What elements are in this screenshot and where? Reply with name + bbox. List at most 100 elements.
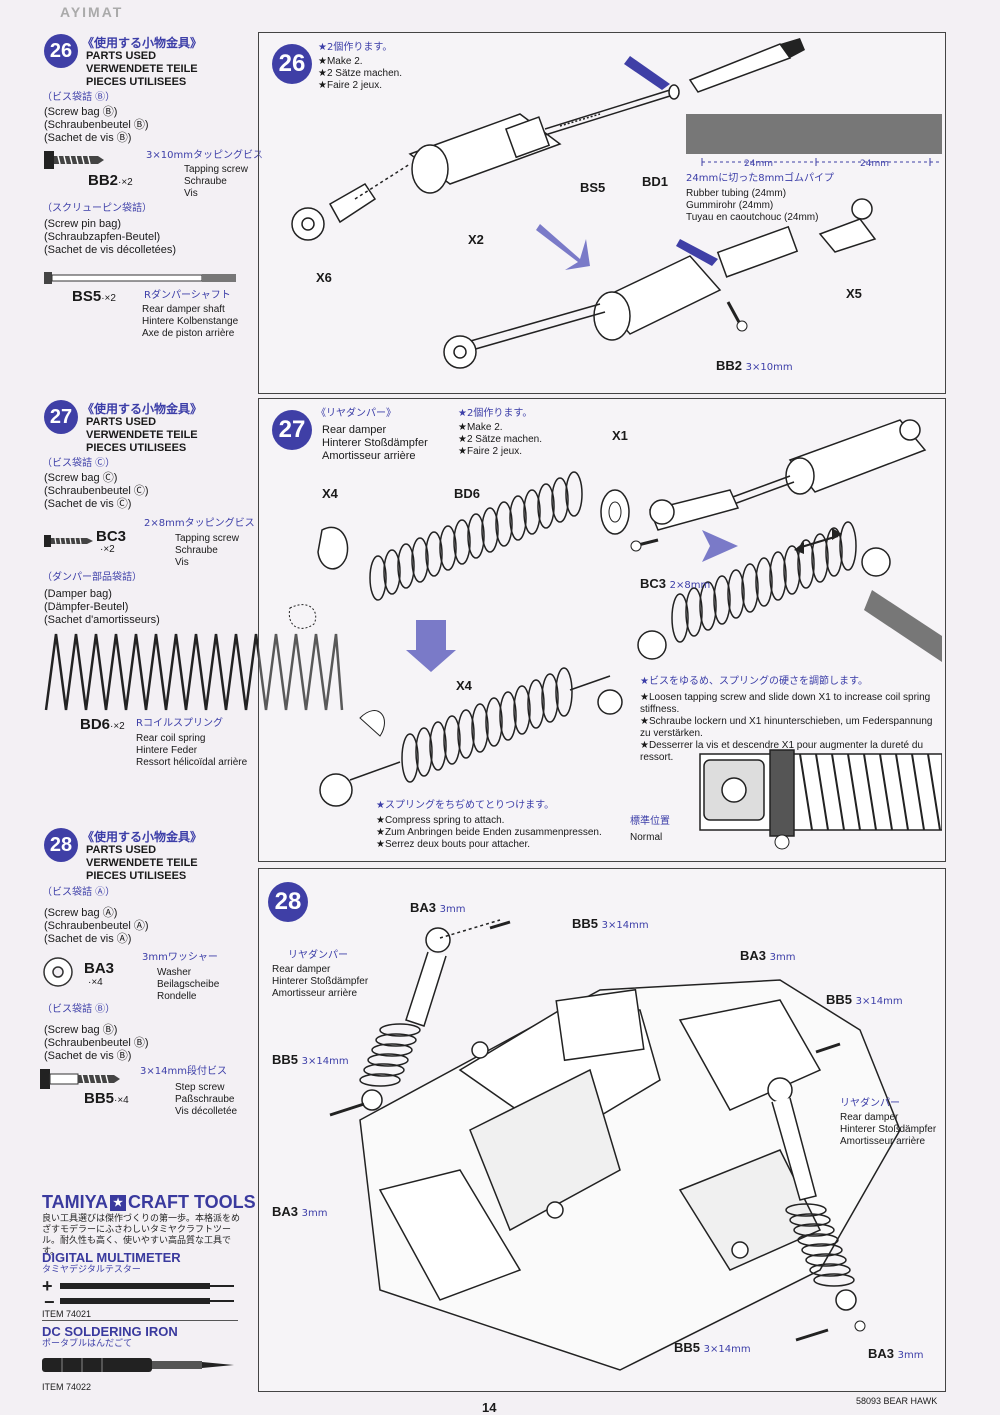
p26-x2: X2 <box>468 232 484 247</box>
ba3-code: BA3 <box>84 960 115 977</box>
bc3-qty: ·×2 <box>100 544 115 555</box>
p27-normal: Normal <box>630 832 663 843</box>
p26-dim2: 24mm <box>860 159 889 169</box>
ba3-jp: 3mmワッシャー <box>142 952 218 963</box>
step-28-badge: 28 <box>44 828 78 862</box>
panel-27-badge: 27 <box>272 410 312 450</box>
digital-multimeter-jp: タミヤデジタルテスター <box>42 1265 141 1275</box>
bb5-code: BB5·×4 <box>84 1090 129 1107</box>
bb2-jp: 3×10mmタッピングビス <box>146 150 263 161</box>
p27-bc3: BC3 2×8mm <box>640 576 711 591</box>
p26-bd1: BD1 <box>642 174 669 189</box>
p28-ba3-d: BA3 3mm <box>868 1346 924 1361</box>
p27-adjust-jp: ★ビスをゆるめ、スプリングの硬さを調節します。 <box>640 676 868 687</box>
p28-ba3-c: BA3 3mm <box>740 948 796 963</box>
bagA-label: (Screw bag Ⓐ)(Schraubenbeutel Ⓐ)(Sachet … <box>44 907 149 945</box>
p26-dim1: 24mm <box>744 159 773 169</box>
bagC-label: (Screw bag Ⓒ)(Schraubenbeutel Ⓒ)(Sachet … <box>44 472 149 510</box>
bb2-screw-icon <box>44 151 104 169</box>
p27-title-jp: 《リヤダンパー》 <box>316 408 396 419</box>
p27-note-jp: ★2個作ります。 <box>458 408 533 419</box>
bs5-jp: Rダンパーシャフト <box>144 290 231 301</box>
p27-x1: X1 <box>612 428 628 443</box>
pin-bag-jp: （スクリューピン袋詰） <box>42 203 152 214</box>
tools-desc-jp: 良い工具選びは傑作づくりの第一歩。本格派をめざすモデラーにふさわしいタミヤクラフ… <box>42 1214 241 1257</box>
damper-bag-label: (Damper bag)(Dämpfer-Beutel)(Sachet d'am… <box>44 588 160 626</box>
ba3-washer-icon <box>43 957 73 987</box>
p27-bd6: BD6 <box>454 486 481 501</box>
p27-adjust: ★Loosen tapping screw and slide down X1 … <box>640 692 933 763</box>
bd6-jp: Rコイルスプリング <box>136 718 223 729</box>
pin-bag-label: (Screw pin bag)(Schraubzapfen-Beutel)(Sa… <box>44 218 177 256</box>
p27-compress: ★Compress spring to attach.★Zum Anbringe… <box>376 815 602 850</box>
svg-text:+: + <box>42 1278 53 1296</box>
damper-bag-jp: （ダンパー部品袋詰） <box>42 572 142 583</box>
p27-note: ★Make 2.★2 Sätze machen.★Faire 2 jeux. <box>458 422 543 457</box>
p26-damper-diagram <box>291 38 942 369</box>
bc3-code: BC3 <box>96 528 127 545</box>
bs5-code: BS5·×2 <box>72 288 116 305</box>
soldering-iron-title: DC SOLDERING IRON <box>42 1324 178 1339</box>
p27-spring-diagram <box>288 419 942 850</box>
p28-ba3-a: BA3 3mm <box>410 900 466 915</box>
p27-x4b: X4 <box>456 678 472 693</box>
p28-bb5-a: BB5 3×14mm <box>572 916 649 931</box>
bagB2-jp: （ビス袋詰 Ⓑ） <box>42 1004 116 1015</box>
p28-rd2-jp: リヤダンパー <box>840 1098 900 1109</box>
p26-note: ★Make 2.★2 Sätze machen.★Faire 2 jeux. <box>318 56 403 91</box>
p26-bb2: BB2 3×10mm <box>716 358 793 373</box>
bd6-code: BD6·×2 <box>80 716 125 733</box>
p26-bs5: BS5 <box>580 180 606 195</box>
tamiya-brand: TAMIYA★CRAFT TOOLS <box>42 1192 256 1212</box>
bc3-screw-icon <box>44 535 93 547</box>
p28-rd-jp: リヤダンパー <box>288 950 348 961</box>
bagB2-label: (Screw bag Ⓑ)(Schraubenbeutel Ⓑ)(Sachet … <box>44 1024 149 1062</box>
bb2-code: BB2·×2 <box>88 172 133 189</box>
panel-26-badge: 26 <box>272 44 312 84</box>
p26-note-jp: ★2個作ります。 <box>318 42 393 53</box>
model-name: 58093 BEAR HAWK <box>856 1396 938 1406</box>
p28-bb5-d: BB5 3×14mm <box>674 1340 751 1355</box>
soldering-iron-icon <box>42 1358 234 1372</box>
step-26-badge: 26 <box>44 34 78 68</box>
header-mark: AYIMAT <box>60 4 124 20</box>
tamiya-star-logo-icon: ★ <box>110 1195 127 1212</box>
bd6-spring-icon <box>44 633 344 711</box>
multimeter-probes-icon: + − <box>42 1278 234 1308</box>
p28-ba3-b: BA3 3mm <box>272 1204 328 1219</box>
soldering-iron-item: ITEM 74022 <box>42 1382 92 1392</box>
p27-normal-jp: 標準位置 <box>630 816 670 827</box>
p27-x4a: X4 <box>322 486 338 501</box>
step-28-title-jp: 《使用する小物金具》 <box>82 830 203 844</box>
multimeter-item: ITEM 74021 <box>42 1309 92 1319</box>
bagB-label: (Screw bag Ⓑ)(Schraubenbeutel Ⓑ)(Sachet … <box>44 106 149 144</box>
bc3-jp: 2×8mmタッピングビス <box>144 518 255 529</box>
page-number: 14 <box>482 1400 497 1415</box>
bb5-step-screw-icon <box>40 1069 120 1089</box>
p28-chassis-diagram <box>329 919 901 1371</box>
step-27-title-jp: 《使用する小物金具》 <box>82 402 203 416</box>
p26-x6: X6 <box>316 270 332 285</box>
svg-text:−: − <box>44 1292 55 1308</box>
digital-multimeter-title: DIGITAL MULTIMETER <box>42 1250 181 1265</box>
ba3-qty: ·×4 <box>88 977 103 988</box>
step-26-title-jp: 《使用する小物金具》 <box>82 36 203 50</box>
p27-compress-jp: ★スプリングをちぢめてとりつけます。 <box>376 800 555 811</box>
bagB-jp: （ビス袋詰 Ⓑ） <box>42 92 116 103</box>
step-27-badge: 27 <box>44 400 78 434</box>
bagA-jp: （ビス袋詰 Ⓐ） <box>42 887 116 898</box>
panel-28-badge: 28 <box>268 882 308 922</box>
p26-bd1-desc: Rubber tubing (24mm)Gummirohr (24mm)Tuya… <box>686 188 819 223</box>
p28-bb5-b: BB5 3×14mm <box>272 1052 349 1067</box>
